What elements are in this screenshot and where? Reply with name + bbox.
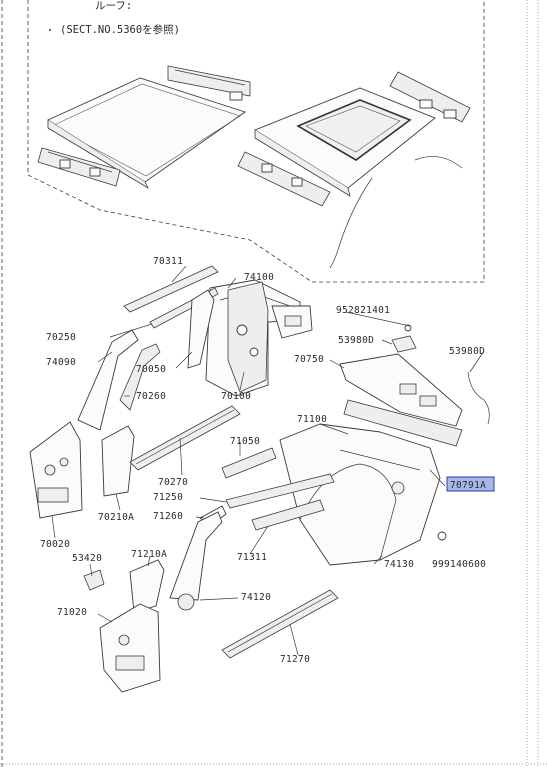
part-label-70311[interactable]: 70311	[153, 256, 183, 267]
part-label-70020[interactable]: 70020	[40, 539, 70, 550]
quarter-panel-extension	[271, 305, 313, 339]
part-label-74130[interactable]: 74130	[384, 559, 414, 570]
part-label-70210A[interactable]: 70210A	[98, 512, 134, 523]
part-label-952821401[interactable]: 952821401	[336, 305, 390, 316]
pillar-71210A	[129, 559, 165, 613]
part-label-74090[interactable]: 74090	[46, 357, 76, 368]
part-label-70250[interactable]: 70250	[46, 332, 76, 343]
rail-71250	[225, 473, 335, 509]
pillar-70210A	[101, 425, 135, 497]
sill-70270	[129, 405, 241, 471]
roof-section-label: ルーフ:	[95, 0, 132, 12]
bolt-999140600	[437, 531, 447, 541]
rear-panel-70750	[339, 353, 463, 427]
part-label-999140600[interactable]: 999140600	[432, 559, 486, 570]
roof-side-rail-70311	[123, 265, 219, 313]
part-label-53980D-hose[interactable]: 53980D	[449, 346, 485, 357]
highlighted-part-box[interactable]	[446, 476, 495, 492]
pillar-70260	[119, 343, 161, 411]
roof-rear-rail-left	[167, 65, 251, 101]
roof-front-rail-left	[37, 147, 121, 187]
sill-71270	[221, 589, 339, 659]
rail-71311	[251, 499, 325, 531]
part-label-71100[interactable]: 71100	[297, 414, 327, 425]
sunroof-roof-panel	[254, 87, 436, 197]
part-label-70050[interactable]: 70050	[136, 364, 166, 375]
pillar-74090	[77, 329, 139, 431]
pillar-panel-70100	[227, 281, 269, 393]
part-label-70750[interactable]: 70750	[294, 354, 324, 365]
part-label-71250[interactable]: 71250	[153, 492, 183, 503]
bracket-53420	[83, 569, 105, 591]
panel-top-53980D	[391, 335, 417, 353]
part-label-74100[interactable]: 74100	[244, 272, 274, 283]
part-label-53980D-top[interactable]: 53980D	[338, 335, 374, 346]
part-label-71270[interactable]: 71270	[280, 654, 310, 665]
hinge-pillar-70020	[29, 421, 83, 519]
solid-roof-panel	[47, 77, 246, 190]
part-label-70791A[interactable]: 70791A	[450, 480, 486, 491]
quarter-panel-70791A	[279, 423, 441, 566]
roof-front-rail-right	[237, 151, 331, 207]
part-label-70260[interactable]: 70260	[136, 391, 166, 402]
clip-952821401	[404, 324, 412, 332]
part-label-71210A[interactable]: 71210A	[131, 549, 167, 560]
hose-53980D	[467, 371, 490, 425]
bracket-71050	[221, 447, 277, 479]
rear-sill-71100	[343, 399, 463, 447]
sunroof-drain-hoses	[329, 156, 463, 269]
pillar-74120	[169, 511, 223, 611]
part-label-53420[interactable]: 53420	[72, 553, 102, 564]
part-label-70100[interactable]: 70100	[221, 391, 251, 402]
part-label-70270[interactable]: 70270	[158, 477, 188, 488]
part-label-74120[interactable]: 74120	[241, 592, 271, 603]
part-label-71311[interactable]: 71311	[237, 552, 267, 563]
part-label-71260[interactable]: 71260	[153, 511, 183, 522]
part-label-71050[interactable]: 71050	[230, 436, 260, 447]
roof-rear-rail-right	[389, 71, 471, 123]
roof-group-box	[27, 0, 485, 283]
hinge-pillar-71020	[99, 603, 161, 693]
pillar-70050	[187, 289, 215, 369]
bullet-dot	[49, 29, 51, 31]
part-label-71020[interactable]: 71020	[57, 607, 87, 618]
leader-lines	[51, 265, 485, 656]
section-reference-note: (SECT.NO.5360を参照)	[60, 23, 180, 36]
